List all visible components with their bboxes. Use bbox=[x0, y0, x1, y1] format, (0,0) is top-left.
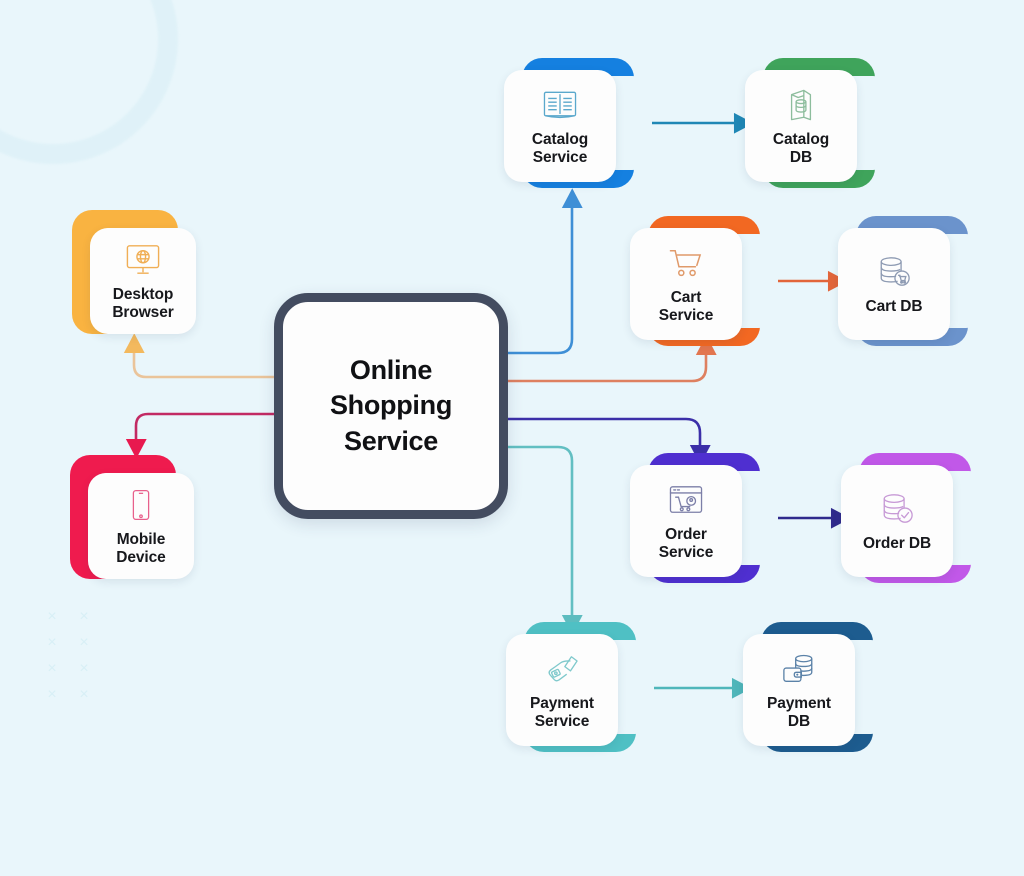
payment-db-card: Payment DB bbox=[743, 634, 855, 746]
connector-hub-to-order-service bbox=[506, 417, 711, 465]
node-desktop-browser[interactable]: Desktop Browser bbox=[72, 210, 196, 334]
smartphone-icon bbox=[121, 486, 161, 524]
database-cart-icon bbox=[874, 253, 914, 291]
background-ring-decoration bbox=[0, 0, 178, 164]
open-book-icon bbox=[540, 86, 580, 124]
order-db-card: Order DB bbox=[841, 465, 953, 577]
shopping-cart-icon bbox=[666, 244, 706, 282]
hand-card-icon bbox=[542, 650, 582, 688]
desktop-browser-label: Desktop Browser bbox=[112, 285, 174, 321]
catalog-service-label: Catalog Service bbox=[531, 130, 589, 166]
catalog-db-card: Catalog DB bbox=[745, 70, 857, 182]
order-db-label: Order DB bbox=[862, 534, 932, 552]
payment-db-label: Payment DB bbox=[767, 694, 831, 730]
node-mobile-device[interactable]: Mobile Device bbox=[70, 455, 194, 579]
connector-hub-to-cart-service bbox=[506, 335, 717, 383]
connector-hub-to-mobile-device bbox=[125, 412, 276, 459]
node-order-db[interactable]: Order DB bbox=[841, 453, 989, 583]
database-check-icon bbox=[877, 490, 917, 528]
x-mark: × bbox=[47, 660, 57, 677]
wallet-database-icon bbox=[779, 650, 819, 688]
cart-service-card: Cart Service bbox=[630, 228, 742, 340]
mobile-device-label: Mobile Device bbox=[116, 530, 166, 566]
order-service-card: Order Service bbox=[630, 465, 742, 577]
monitor-globe-icon bbox=[123, 241, 163, 279]
x-mark: × bbox=[47, 608, 57, 625]
node-cart-db[interactable]: Cart DB bbox=[838, 216, 986, 346]
node-catalog-db[interactable]: Catalog DB bbox=[745, 58, 893, 188]
x-mark: × bbox=[79, 686, 89, 703]
x-mark: × bbox=[79, 660, 89, 677]
node-cart-service[interactable]: Cart Service bbox=[630, 216, 778, 346]
node-order-service[interactable]: Order Service bbox=[630, 453, 778, 583]
payment-service-card: Payment Service bbox=[506, 634, 618, 746]
book-database-icon bbox=[781, 86, 821, 124]
node-payment-service[interactable]: Payment Service bbox=[506, 622, 654, 752]
mobile-device-card: Mobile Device bbox=[88, 473, 194, 579]
browser-cart-icon bbox=[666, 481, 706, 519]
connector-hub-to-catalog-service bbox=[506, 188, 583, 355]
catalog-service-card: Catalog Service bbox=[504, 70, 616, 182]
x-mark: × bbox=[79, 608, 89, 625]
x-mark: × bbox=[47, 686, 57, 703]
payment-service-label: Payment Service bbox=[530, 694, 594, 730]
hub-label: Online Shopping Service bbox=[329, 354, 453, 456]
hub-node-online-shopping-service[interactable]: Online Shopping Service bbox=[274, 293, 508, 519]
connector-hub-to-desktop-browser bbox=[123, 333, 276, 379]
cart-db-card: Cart DB bbox=[838, 228, 950, 340]
cart-service-label: Cart Service bbox=[658, 288, 714, 324]
x-mark: × bbox=[47, 634, 57, 651]
cart-db-label: Cart DB bbox=[865, 297, 923, 315]
connector-hub-to-payment-service bbox=[506, 445, 583, 635]
catalog-db-label: Catalog DB bbox=[772, 130, 830, 166]
order-service-label: Order Service bbox=[658, 525, 714, 561]
node-catalog-service[interactable]: Catalog Service bbox=[504, 58, 652, 188]
desktop-browser-card: Desktop Browser bbox=[90, 228, 196, 334]
node-payment-db[interactable]: Payment DB bbox=[743, 622, 891, 752]
background-x-pattern-decoration: × × × × × × × × bbox=[36, 604, 100, 708]
x-mark: × bbox=[79, 634, 89, 651]
